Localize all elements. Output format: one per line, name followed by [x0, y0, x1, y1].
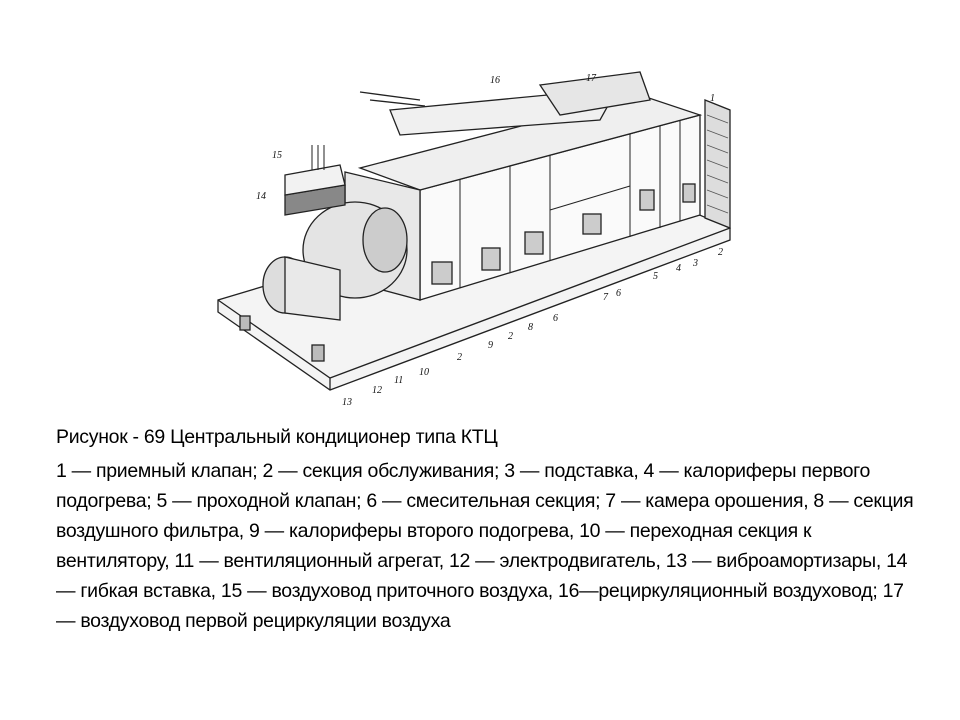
- callout-1: 1: [710, 93, 715, 104]
- callout-3: 3: [692, 258, 698, 269]
- callout-16: 16: [490, 75, 500, 86]
- callout-7: 7: [603, 292, 609, 303]
- vibration-mount: [311, 344, 325, 362]
- first-recirculation-duct: [538, 71, 651, 116]
- callout-2b: 2: [508, 331, 513, 342]
- callout-5: 5: [653, 271, 658, 282]
- caption-title: Рисунок - 69 Центральный кондиционер тип…: [56, 426, 498, 448]
- callout-6: 6: [616, 288, 621, 299]
- callout-15: 15: [272, 150, 282, 161]
- inspection-doors: [431, 183, 696, 285]
- callout-4: 4: [676, 263, 681, 274]
- air-conditioner-diagram: 15 14 16 17 1 2 3 4 5 6 7 6 8 2 9 2 10 1…: [200, 60, 760, 410]
- callout-2c: 2: [457, 352, 462, 363]
- callout-8: 8: [528, 322, 533, 333]
- callout-17: 17: [586, 73, 597, 84]
- caption-legend: 1 — приемный клапан; 2 — секция обслужив…: [56, 460, 914, 632]
- callout-13: 13: [342, 397, 352, 408]
- callout-9: 9: [488, 340, 493, 351]
- callout-2: 2: [718, 247, 723, 258]
- callout-10: 10: [419, 367, 429, 378]
- callout-6b: 6: [553, 313, 558, 324]
- figure-caption: Рисунок - 69 Центральный кондиционер тип…: [56, 422, 916, 636]
- callout-14: 14: [256, 191, 266, 202]
- callout-11: 11: [394, 375, 403, 386]
- diagram-drawing: 15 14 16 17 1 2 3 4 5 6 7 6 8 2 9 2 10 1…: [217, 71, 731, 408]
- supply-duct: [284, 164, 346, 196]
- callout-12: 12: [372, 385, 382, 396]
